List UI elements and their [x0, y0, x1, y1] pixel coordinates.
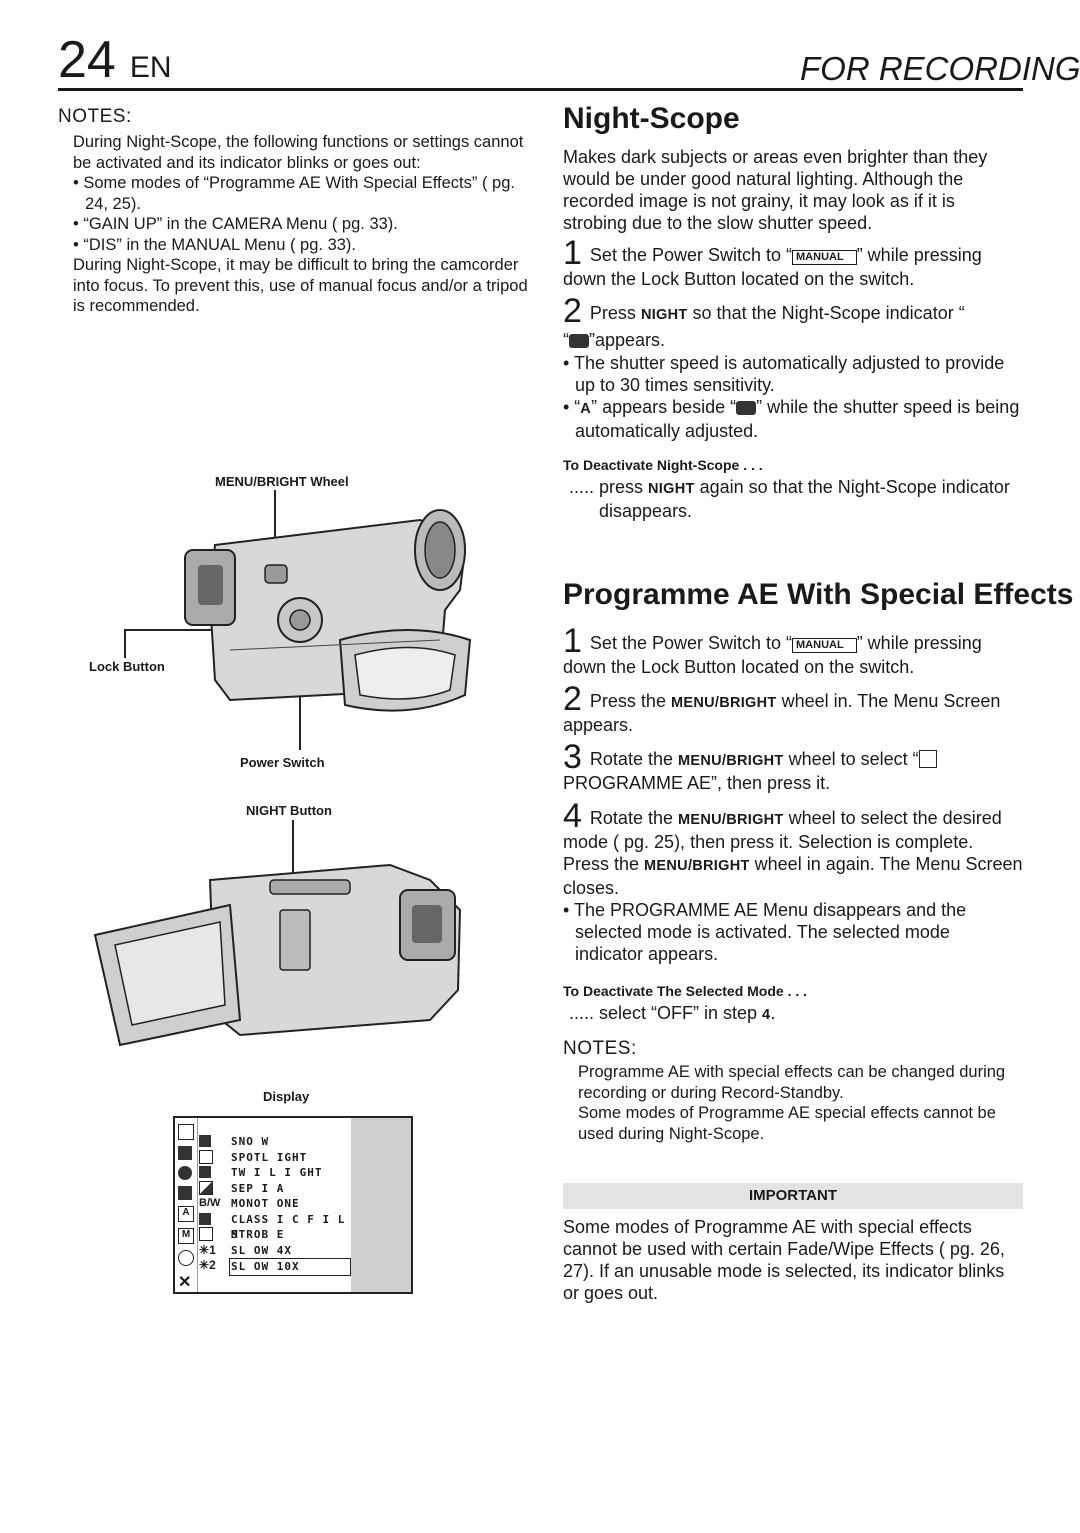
night-scope-step-2-cont: “”appears.: [563, 330, 666, 350]
notes-bullet: • “DIS” in the MANUAL Menu ( pg. 33).: [73, 235, 357, 254]
menu-item: TW I L I GHT: [231, 1166, 323, 1179]
section-title: FOR RECORDING: [800, 50, 1080, 87]
deactivate-mode-text: ..... select “OFF” in step 4.: [569, 1003, 776, 1023]
menu-item-selected: SL OW 10X: [229, 1258, 351, 1276]
notes-bullet: • Some modes of “Programme AE With Speci…: [73, 174, 515, 213]
classic-film-icon: [199, 1212, 211, 1225]
deactivate-night-scope-title: To Deactivate Night-Scope . . .: [563, 457, 763, 473]
twilight-icon: [199, 1166, 211, 1178]
notes-block: NOTES: During Night-Scope, the following…: [58, 106, 528, 317]
deactivate-night-scope-text: ..... press NIGHT again so that the Nigh…: [569, 477, 1010, 521]
deactivate-mode-title: To Deactivate The Selected Mode . . .: [563, 983, 808, 999]
important-banner: IMPORTANT: [563, 1183, 1023, 1209]
caption-lock-button: Lock Button: [89, 659, 165, 674]
notes-title: NOTES:: [563, 1038, 637, 1059]
display-menu-list: SNO W SPOTL IGHT TW I L I GHT SEP I A MO…: [229, 1134, 351, 1276]
menu-item: SNO W: [231, 1135, 270, 1148]
caption-display: Display: [263, 1089, 310, 1104]
programme-ae-icon: [178, 1146, 192, 1160]
strobe-icon: [199, 1227, 213, 1241]
night-scope-icon: [736, 401, 757, 415]
caption-menu-bright-wheel: MENU/BRIGHT Wheel: [215, 474, 349, 489]
menu-item: SEP I A: [231, 1181, 285, 1195]
note-item: Programme AE with special effects can be…: [578, 1063, 1006, 1102]
display-mode-icons: B/W ✳1 ✳2: [199, 1134, 229, 1274]
slow-10x-icon: ✳2: [199, 1258, 216, 1272]
menu-item: MONOT ONE: [231, 1197, 300, 1210]
notes-outro: During Night-Scope, it may be difficult …: [73, 256, 528, 315]
notes-bullet: • “GAIN UP” in the CAMERA Menu ( pg. 33)…: [73, 215, 398, 233]
menu-item: SPOTL IGHT: [231, 1150, 308, 1164]
spotlight-icon: [199, 1149, 213, 1164]
language-code: EN: [129, 51, 172, 84]
auto-icon: A: [178, 1206, 194, 1222]
manual-icon: MANUAL: [792, 250, 857, 265]
programme-ae-bullet: • The PROGRAMME AE Menu disappears and t…: [563, 900, 967, 964]
night-key: NIGHT: [648, 481, 695, 497]
display-screen: A M ✕ B/W ✳1 ✳2 SNO W SPOTL IGHT TW I L …: [173, 1116, 413, 1294]
note-item: Some modes of Programme AE special effec…: [578, 1104, 996, 1143]
menu-bright-key: MENU/BRIGHT: [677, 753, 784, 769]
step-ref: 4: [762, 1007, 771, 1023]
menu-item: CLASS I C F I L M: [231, 1212, 346, 1242]
aperture-icon: [178, 1166, 192, 1180]
sepia-icon: [199, 1180, 213, 1195]
programme-ae-icon: [918, 750, 937, 768]
camcorder-lcd-illustration: [93, 820, 462, 1047]
night-scope-intro: Makes dark subjects or areas even bright…: [563, 147, 988, 233]
menu-bright-key: MENU/BRIGHT: [677, 812, 784, 828]
caption-night-button: NIGHT Button: [246, 803, 332, 818]
manual-icon: MANUAL: [792, 638, 857, 653]
important-text: Some modes of Programme AE with special …: [563, 1217, 1005, 1303]
night-scope-icon: [569, 334, 589, 348]
camcorder-top-illustration: [124, 490, 472, 750]
auto-indicator: A: [580, 401, 592, 417]
night-scope-bullet: • The shutter speed is automatically adj…: [563, 353, 1005, 395]
night-scope-bullet: • “A” appears beside “” while the shutte…: [563, 397, 1020, 441]
clock-icon: [178, 1250, 194, 1266]
display-right-panel: [351, 1118, 411, 1292]
notes-title: NOTES:: [58, 106, 132, 127]
menu-bright-key: MENU/BRIGHT: [670, 695, 777, 711]
bw-icon: B/W: [199, 1197, 221, 1209]
menu-icon: [178, 1124, 194, 1140]
close-icon: ✕: [178, 1274, 192, 1291]
display-icon-column: A M ✕: [175, 1118, 198, 1292]
night-key: NIGHT: [640, 307, 688, 323]
header-rule: [58, 88, 1023, 91]
manual-icon: M: [178, 1228, 194, 1244]
programme-ae-heading: Programme AE With Special Effects: [563, 578, 1074, 611]
menu-item: SL OW 4X: [231, 1243, 292, 1257]
snow-icon: [199, 1135, 211, 1147]
caption-power-switch: Power Switch: [240, 755, 325, 770]
night-scope-heading: Night-Scope: [563, 102, 740, 135]
notes-intro: During Night-Scope, the following functi…: [73, 133, 524, 172]
slow-4x-icon: ✳1: [199, 1242, 216, 1257]
camera-icon: [178, 1186, 192, 1200]
menu-bright-key: MENU/BRIGHT: [644, 858, 750, 874]
menu-item: STROB E: [231, 1228, 285, 1241]
